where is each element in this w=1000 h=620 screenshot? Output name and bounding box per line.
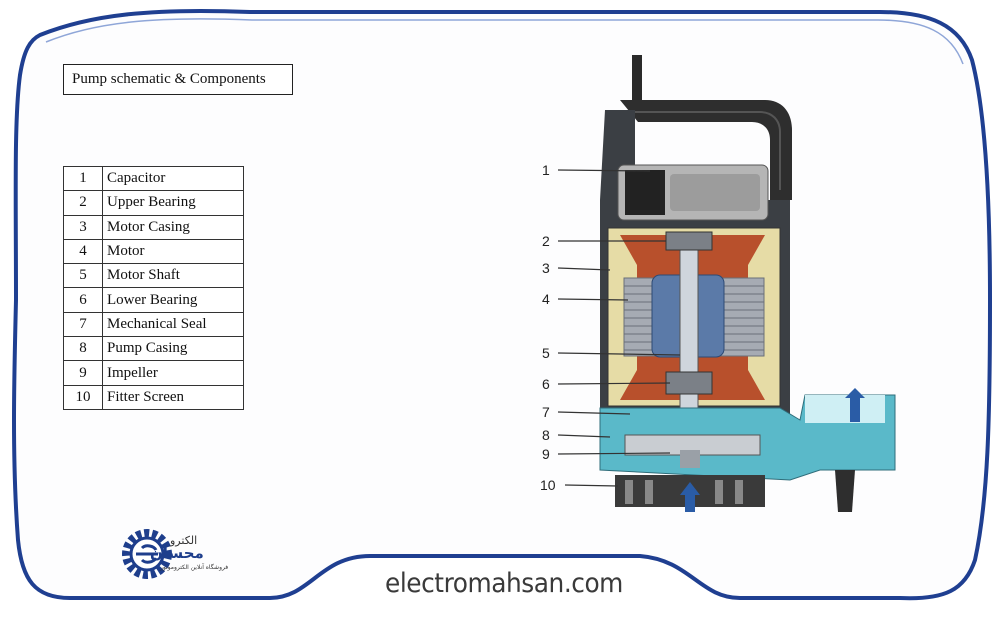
gear-logo-icon	[122, 529, 172, 579]
callout-number: 3	[542, 260, 550, 276]
callout-number: 8	[542, 427, 550, 443]
callout-number: 7	[542, 404, 550, 420]
callout-number: 4	[542, 291, 550, 307]
component-number: 8	[63, 336, 103, 362]
logo-text-main: محسان	[150, 544, 204, 562]
component-name: Capacitor	[102, 165, 244, 192]
component-name: Fitter Screen	[102, 384, 244, 410]
component-number: 3	[63, 214, 103, 240]
pump-handle	[620, 100, 792, 200]
power-cable	[632, 55, 642, 115]
callouts	[557, 169, 681, 487]
component-name: Impeller	[102, 360, 244, 386]
component-number: 9	[63, 360, 103, 386]
component-name: Mechanical Seal	[102, 311, 244, 338]
component-number: 7	[63, 311, 103, 338]
component-name: Motor Shaft	[102, 263, 244, 289]
component-name: Pump Casing	[102, 336, 244, 362]
logo-text-top: الکترو	[170, 534, 198, 547]
lower-bearing	[665, 371, 713, 395]
callout-number: 10	[540, 477, 556, 493]
pump-schematic: 1 2 3 4 5 6 7 8 9 10	[540, 55, 896, 512]
callout-number: 2	[542, 233, 550, 249]
callout-number: 9	[542, 446, 550, 462]
callout-number: 1	[542, 162, 550, 178]
logo-text-sub: فروشگاه آنلاین الکتروموتور	[160, 564, 229, 571]
outlet-arrow	[845, 388, 865, 422]
callout-number: 5	[542, 345, 550, 361]
page-title: Pump schematic & Components	[63, 64, 293, 95]
upper-bearing	[665, 231, 713, 251]
component-number: 6	[63, 287, 103, 313]
inlet-arrow	[680, 482, 700, 512]
component-name: Motor Casing	[102, 214, 244, 240]
component-number: 10	[63, 384, 103, 410]
callout-number: 6	[542, 376, 550, 392]
component-number: 4	[63, 238, 103, 265]
component-number: 2	[63, 190, 103, 216]
component-name: Lower Bearing	[102, 287, 244, 313]
component-name: Motor	[102, 238, 244, 265]
component-number: 5	[63, 263, 103, 289]
website-url[interactable]: electromahsan.com	[385, 568, 623, 599]
component-number: 1	[63, 165, 103, 192]
component-name: Upper Bearing	[102, 190, 244, 216]
